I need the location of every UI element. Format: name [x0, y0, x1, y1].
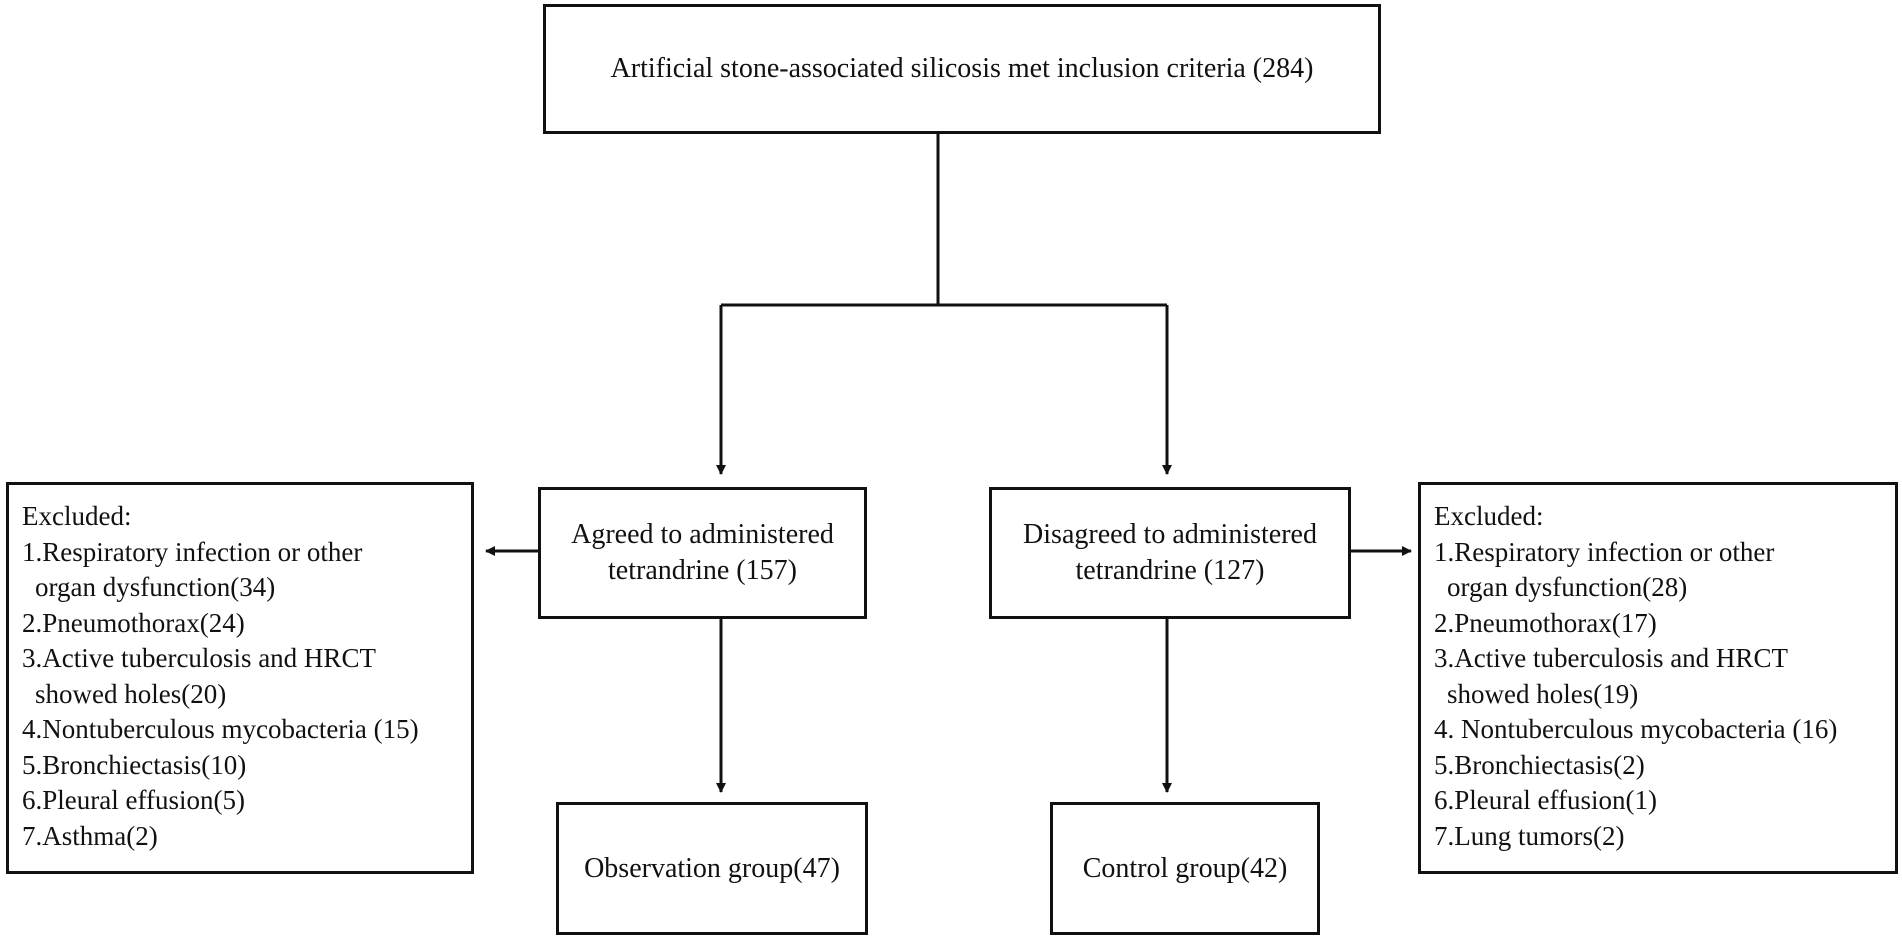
observation-group-box: Observation group(47) — [556, 802, 868, 935]
inclusion-criteria-label: Artificial stone-associated silicosis me… — [610, 53, 1314, 84]
excluded-right-item: 4. Nontuberculous mycobacteria (16) — [1434, 714, 1838, 744]
excluded-right-item: 1.Respiratory infection or other — [1434, 536, 1775, 567]
excluded-right-item: 3.Active tuberculosis and HRCT — [1434, 643, 1788, 673]
excluded-right-item: 6.Pleural effusion(1) — [1434, 785, 1657, 815]
excluded-left-item: 5.Bronchiectasis(10) — [22, 749, 247, 780]
disagreed-line-2: tetrandrine (127) — [1075, 555, 1265, 586]
control-group-label: Control group(42) — [1082, 852, 1288, 884]
agreed-line-1: Agreed to administered — [571, 519, 834, 550]
inclusion-criteria-box: Artificial stone-associated silicosis me… — [543, 4, 1381, 134]
observation-group-label: Observation group(47) — [584, 852, 840, 884]
excluded-right-item: showed holes(19) — [1447, 678, 1639, 709]
excluded-right-item: 2.Pneumothorax(17) — [1434, 607, 1657, 638]
excluded-left-item: 7.Asthma(2) — [22, 820, 158, 851]
excluded-left-item: 3.Active tuberculosis and HRCT — [22, 643, 376, 673]
excluded-right-item: 7.Lung tumors(2) — [1434, 820, 1625, 851]
excluded-left-item: 1.Respiratory infection or other — [22, 536, 363, 567]
excluded-left-item: 2.Pneumothorax(24) — [22, 607, 245, 638]
excluded-right-title: Excluded: — [1434, 501, 1544, 531]
disagreed-box: Disagreed to administered tetrandrine (1… — [989, 487, 1351, 619]
excluded-left-item: 6.Pleural effusion(5) — [22, 785, 245, 815]
agreed-box: Agreed to administered tetrandrine (157) — [538, 487, 867, 619]
excluded-left-box: Excluded: 1.Respiratory infection or oth… — [6, 482, 474, 874]
excluded-left-item: 4.Nontuberculous mycobacteria (15) — [22, 714, 419, 744]
excluded-right-item: organ dysfunction(28) — [1447, 572, 1688, 602]
disagreed-line-1: Disagreed to administered — [1023, 519, 1317, 550]
agreed-line-2: tetrandrine (157) — [608, 555, 797, 586]
excluded-right-item: 5.Bronchiectasis(2) — [1434, 749, 1645, 780]
control-group-box: Control group(42) — [1050, 802, 1320, 935]
excluded-right-box: Excluded: 1.Respiratory infection or oth… — [1418, 482, 1898, 874]
excluded-left-item: showed holes(20) — [35, 678, 227, 709]
excluded-left-item: organ dysfunction(34) — [35, 572, 276, 602]
excluded-left-title: Excluded: — [22, 501, 132, 531]
